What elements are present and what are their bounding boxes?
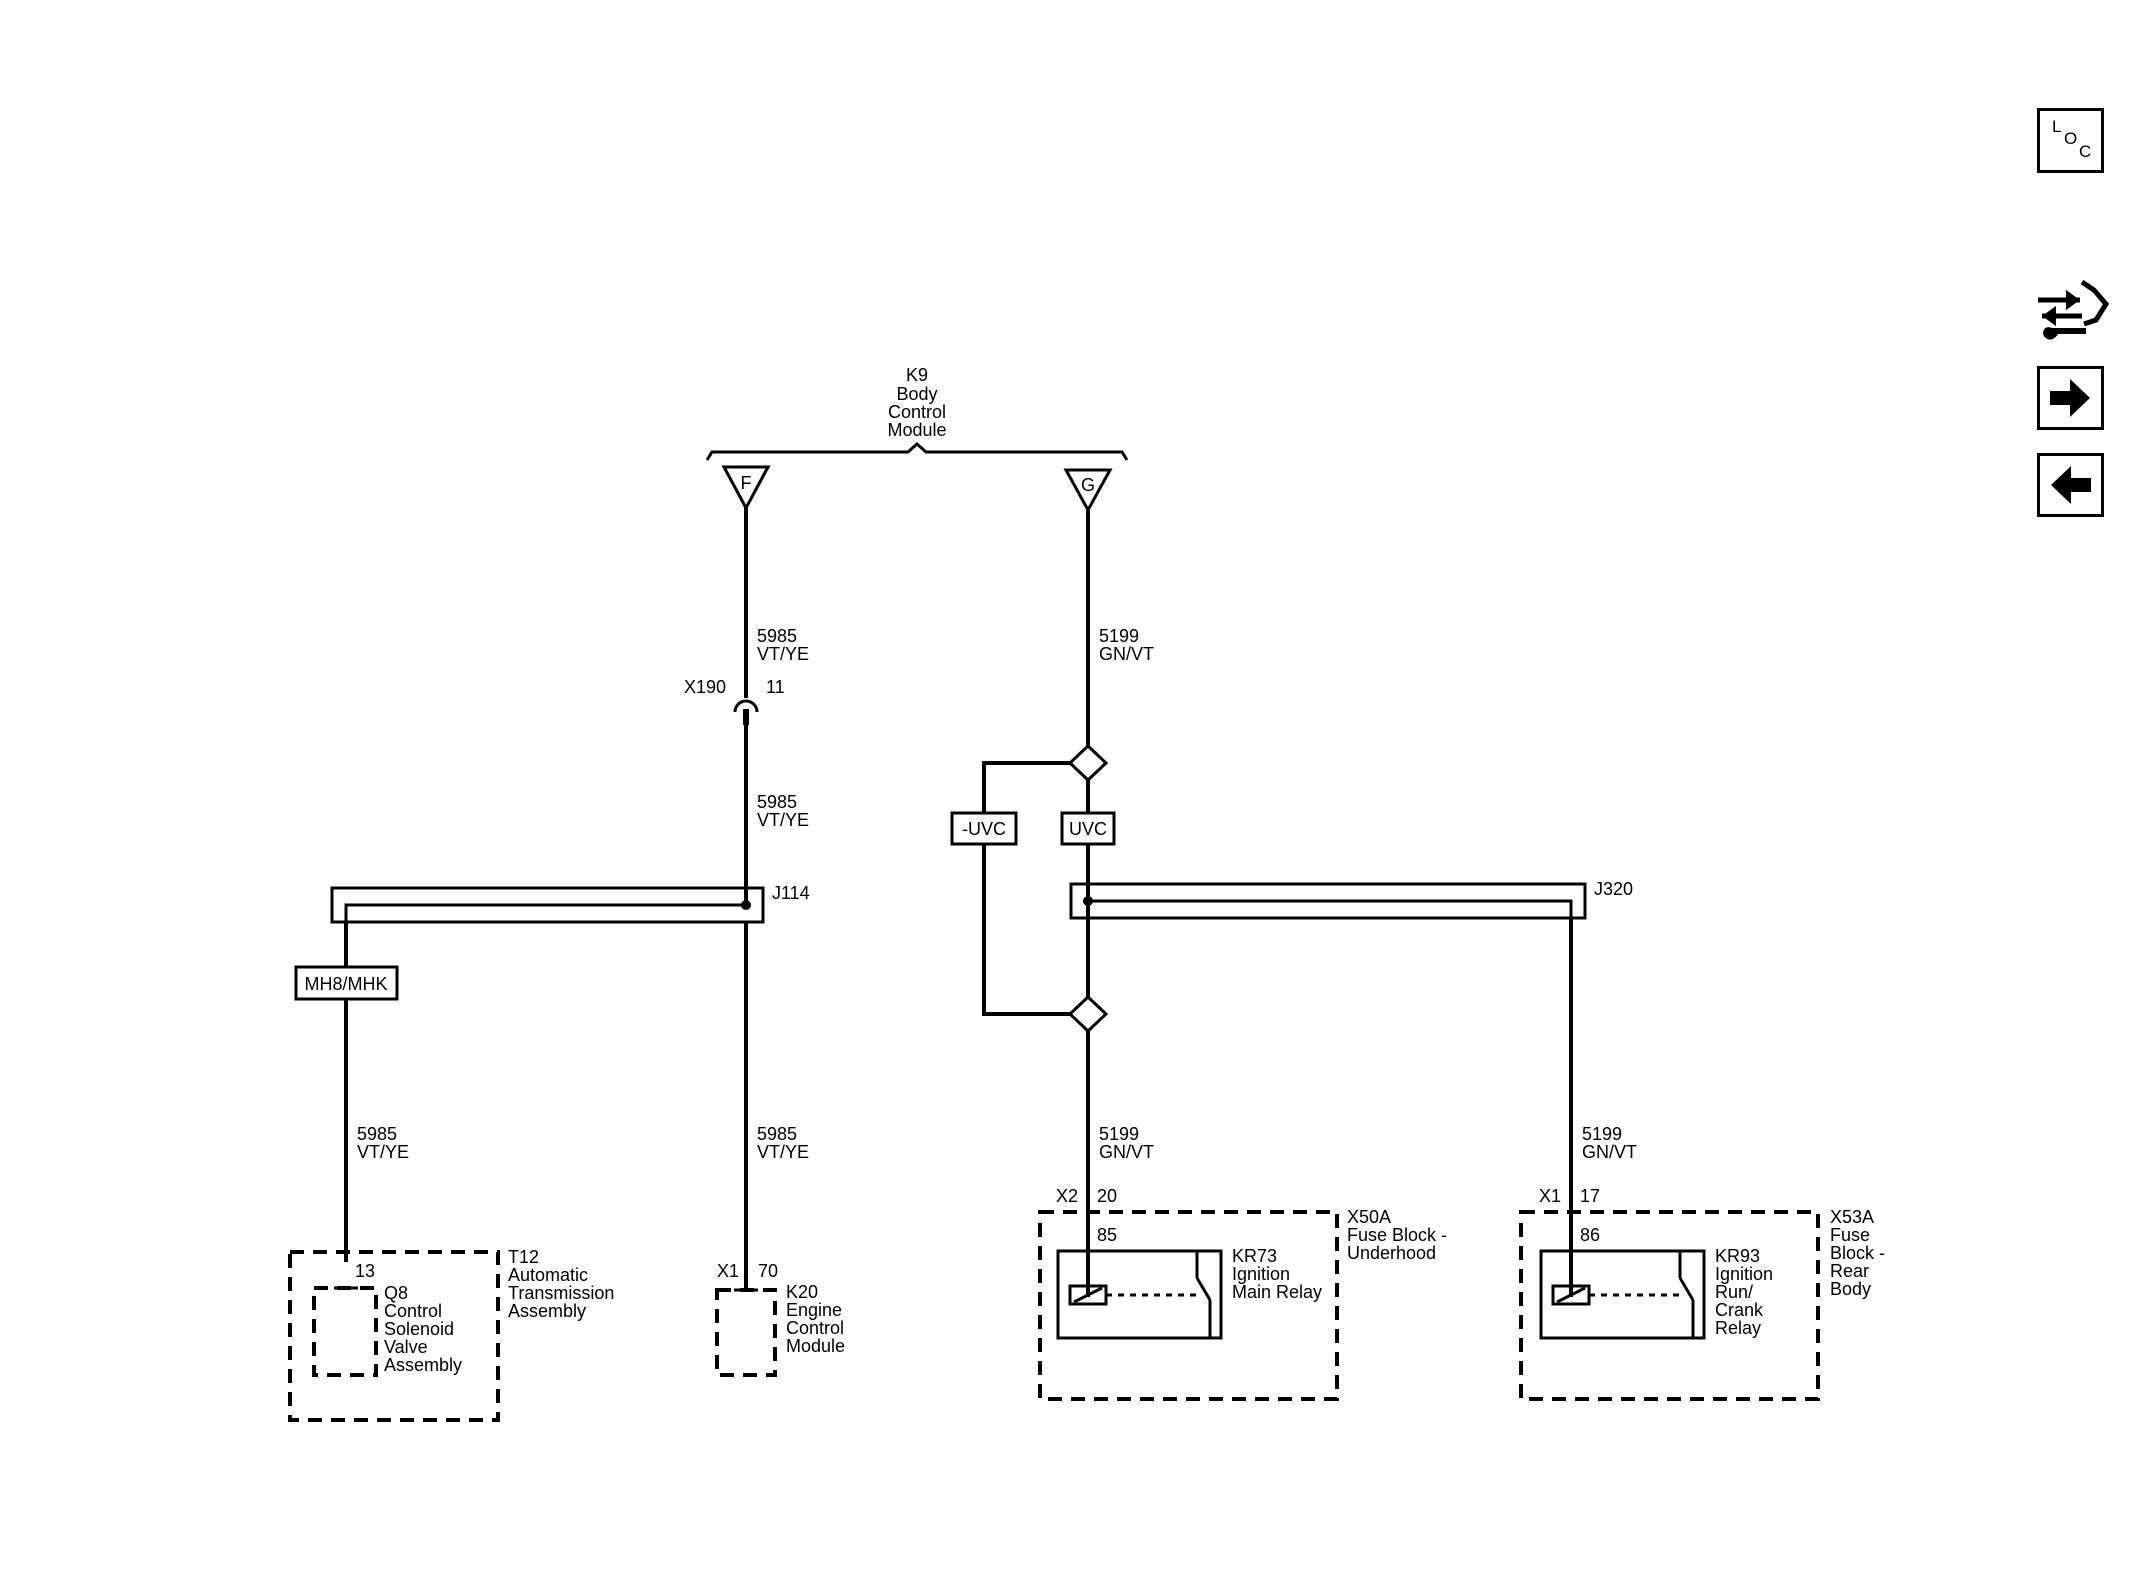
bcm-name-line1: Body (896, 384, 937, 404)
t12-line3: Assembly (508, 1301, 586, 1321)
x53a-line4: Body (1830, 1279, 1871, 1299)
t12-line1: Automatic (508, 1265, 588, 1285)
arrow-left-icon (2051, 466, 2091, 504)
wire-5985-q8-color: VT/YE (357, 1142, 409, 1162)
t12-transmission-assembly[interactable]: T12 Automatic Transmission Assembly (288, 1247, 614, 1422)
wrench-arrows-icon (2038, 279, 2110, 340)
q8-line1: Control (384, 1301, 442, 1321)
forward-button[interactable] (2037, 366, 2104, 430)
rear-pin: 17 (1580, 1186, 1600, 1206)
bcm-name-line2: Control (888, 402, 946, 422)
option-uvc-label: UVC (1069, 819, 1107, 839)
kr73-pin: 85 (1097, 1225, 1117, 1245)
kr93-ignition-run-crank-relay[interactable]: 86 KR93 Ignition Run/ Crank Relay (1539, 1225, 1773, 1340)
x50a-id: X50A (1347, 1207, 1391, 1227)
kr73-ignition-main-relay[interactable]: 85 KR73 Ignition Main Relay (1056, 1225, 1322, 1340)
x190-label: X190 (684, 677, 726, 697)
x53a-line1: Fuse (1830, 1225, 1870, 1245)
bcm-pin-f: F (741, 473, 752, 493)
ecm-connector: X1 (717, 1261, 739, 1281)
option-diamond-lower (1067, 994, 1109, 1034)
kr93-id: KR93 (1715, 1246, 1760, 1266)
wire-5199-kr93-color: GN/VT (1582, 1142, 1637, 1162)
kr93-line2: Run/ (1715, 1282, 1753, 1302)
j114-label: J114 (772, 883, 810, 903)
wire-5199-upper-circuit: 5199 (1099, 626, 1139, 646)
j320-label: J320 (1594, 879, 1633, 899)
q8-line2: Solenoid (384, 1319, 454, 1339)
j320-splice[interactable]: J320 (1069, 879, 1633, 920)
wire-5199-kr73-color: GN/VT (1099, 1142, 1154, 1162)
option-uvc-box[interactable]: UVC (1060, 811, 1116, 846)
ecm-id: K20 (786, 1282, 818, 1302)
bcm-connector-g[interactable]: G (1063, 468, 1113, 514)
wire-5199-upper-color: GN/VT (1099, 644, 1154, 664)
bcm-pin-g: G (1081, 475, 1095, 495)
k20-engine-control-module[interactable]: X1 70 K20 Engine Control Module (715, 1261, 845, 1377)
option-mh8-box[interactable]: MH8/MHK (294, 965, 399, 1001)
loc-letter-o: O (2064, 129, 2078, 148)
q8-line3: Valve (384, 1337, 428, 1357)
bcm-name-line3: Module (887, 420, 946, 440)
circuit-5199-group: 5199 GN/VT -UVC UVC J320 5199 GN/VT (950, 510, 1637, 1297)
wire-5985-upper-color: VT/YE (757, 644, 809, 664)
x50a-line1: Fuse Block - (1347, 1225, 1447, 1245)
q8-id: Q8 (384, 1283, 408, 1303)
q8-solenoid-valve-assembly[interactable]: 13 Q8 Control Solenoid Valve Assembly (312, 1261, 462, 1377)
kr93-pin: 86 (1580, 1225, 1600, 1245)
rear-connector: X1 (1539, 1186, 1561, 1206)
back-button[interactable] (2037, 453, 2104, 517)
q8-pin: 13 (355, 1261, 375, 1281)
x190-pin: 11 (766, 677, 785, 697)
wire-5199-kr73-circuit: 5199 (1099, 1124, 1139, 1144)
kr73-id: KR73 (1232, 1246, 1277, 1266)
t12-line2: Transmission (508, 1283, 614, 1303)
x50a-fuse-block-underhood[interactable]: X2 20 X50A Fuse Block - Underhood (1038, 1186, 1447, 1401)
j114-splice[interactable]: J114 (330, 883, 810, 924)
option-neg-uvc-label: -UVC (962, 819, 1006, 839)
x53a-id: X53A (1830, 1207, 1874, 1227)
x53a-line2: Block - (1830, 1243, 1885, 1263)
wire-5985-ecm-color: VT/YE (757, 1142, 809, 1162)
connector-info-button[interactable] (2032, 276, 2110, 348)
loc-button[interactable]: L O C (2037, 108, 2104, 173)
kr93-line1: Ignition (1715, 1264, 1773, 1284)
wire-5985-upper-circuit: 5985 (757, 626, 797, 646)
circuit-5985-group: 5985 VT/YE X190 11 5985 VT/YE J114 MH8/M… (294, 508, 810, 1290)
bcm-connector-f[interactable]: F (721, 465, 771, 512)
ecm-line3: Module (786, 1336, 845, 1356)
kr93-line4: Relay (1715, 1318, 1761, 1338)
x53a-fuse-block-rear-body[interactable]: X1 17 X53A Fuse Block - Rear Body (1519, 1186, 1885, 1401)
loc-letter-l: L (2052, 117, 2062, 136)
option-diamond-upper (1067, 743, 1109, 783)
bcm-module[interactable]: K9 Body Control Module (705, 365, 1129, 461)
bcm-id: K9 (906, 365, 928, 385)
x50a-line2: Underhood (1347, 1243, 1436, 1263)
kr73-line1: Ignition (1232, 1264, 1290, 1284)
underhood-connector: X2 (1056, 1186, 1078, 1206)
q8-line4: Assembly (384, 1355, 462, 1375)
ecm-pin: 70 (758, 1261, 778, 1281)
wire-5985-ecm-circuit: 5985 (757, 1124, 797, 1144)
t12-id: T12 (508, 1247, 539, 1267)
bcm-bracket (705, 441, 1129, 461)
kr73-line2: Main Relay (1232, 1282, 1322, 1302)
wire-5985-middle-color: VT/YE (757, 810, 809, 830)
option-neg-uvc-box[interactable]: -UVC (950, 811, 1018, 846)
kr93-line3: Crank (1715, 1300, 1764, 1320)
wire-5985-middle-circuit: 5985 (757, 792, 797, 812)
wire-5985-q8-circuit: 5985 (357, 1124, 397, 1144)
arrow-right-icon (2050, 379, 2090, 417)
x53a-line3: Rear (1830, 1261, 1869, 1281)
ecm-line2: Control (786, 1318, 844, 1338)
option-mh8-label: MH8/MHK (304, 974, 387, 994)
underhood-pin: 20 (1097, 1186, 1117, 1206)
wire-5199-kr93-circuit: 5199 (1582, 1124, 1622, 1144)
loc-letter-c: C (2079, 142, 2092, 161)
ecm-line1: Engine (786, 1300, 842, 1320)
x190-inline-connector[interactable]: X190 11 (684, 677, 785, 725)
